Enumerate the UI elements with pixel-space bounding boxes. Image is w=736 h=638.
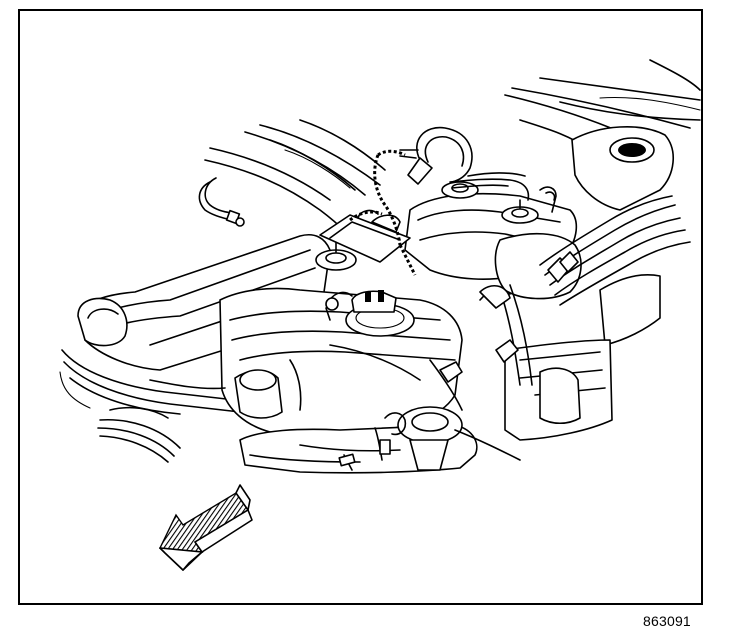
fuel-tank: [59, 192, 582, 433]
fuel-pipes: [449, 172, 530, 201]
evap-canister-bracket: [319, 209, 411, 263]
rear-body-contours: [204, 119, 386, 251]
tank-right-end: [571, 126, 675, 211]
tank-straps-and-hoses: [429, 284, 533, 411]
illustration-frame: [18, 9, 703, 605]
bottom-wire-clip: [338, 412, 407, 471]
brake-line-fitting: [198, 177, 245, 227]
front-direction-arrow-icon: [158, 484, 253, 571]
rear-crossmember: [239, 406, 521, 474]
fuel-sender-assembly: [325, 290, 415, 337]
rear-suspension-arcs: [97, 406, 181, 463]
lower-left-hose: [149, 369, 283, 419]
electrical-wiring-harness: [349, 149, 417, 276]
filler-pipe-and-lines: [539, 195, 691, 306]
fuel-tank-grommet-left: [315, 239, 357, 271]
frame-rail-right: [504, 273, 661, 441]
figure-code: 863091: [643, 613, 691, 629]
vapor-hose-loop: [399, 126, 473, 185]
